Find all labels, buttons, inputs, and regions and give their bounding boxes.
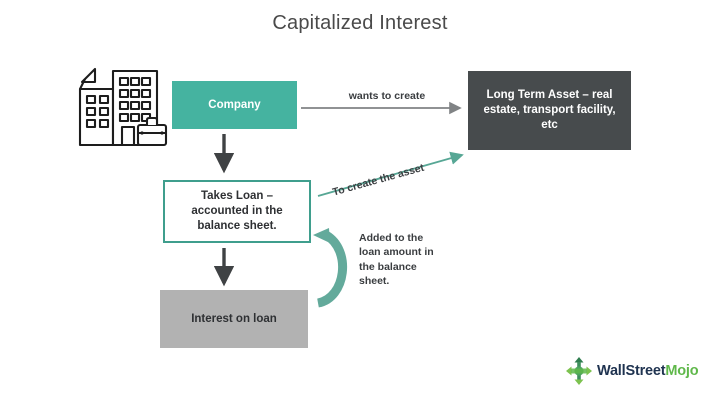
brand-name-part2: Mojo [665, 363, 699, 379]
edge-label-added-to-loan: Added to the loan amount in the balance … [359, 232, 434, 288]
node-interest-on-loan[interactable]: Interest on loan [160, 290, 308, 348]
node-long-term-asset[interactable]: Long Term Asset – real estate, transport… [468, 71, 631, 150]
edge-label-to-create-the-asset: To create the asset [331, 161, 426, 199]
brand-logo[interactable]: WallStreetMojo [566, 356, 699, 386]
brand-logo-text: WallStreetMojo [597, 363, 699, 379]
node-company[interactable]: Company [172, 81, 297, 129]
page-title: Capitalized Interest [272, 12, 448, 34]
office-building-icon [72, 63, 170, 151]
arrow-added-to-loan-curve [316, 231, 348, 308]
wallstreetmojo-arrows-icon [566, 357, 592, 385]
brand-name-part1: WallStreet [597, 363, 666, 379]
edge-label-wants-to-create: wants to create [348, 90, 426, 102]
node-takes-loan[interactable]: Takes Loan – accounted in the balance sh… [163, 180, 311, 243]
arrow-added-to-loan-head [313, 228, 330, 243]
